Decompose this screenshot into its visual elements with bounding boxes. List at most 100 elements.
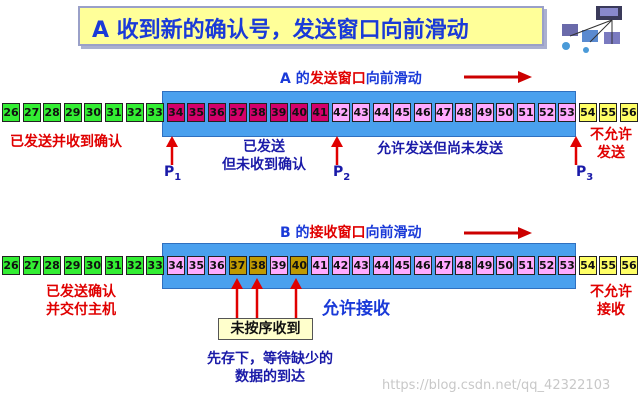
receiver-seq-cell-28: 28 [43,256,62,275]
sender-seq-cell-26: 26 [2,103,20,122]
receiver-seq-cell-29: 29 [63,256,82,275]
p1-letter: P [164,164,175,180]
receiver-seq-cell-45: 45 [393,256,412,275]
sender-seq-cell-27: 27 [22,103,41,122]
receiver-seq-cell-35: 35 [187,256,206,275]
receiver-seq-cell-36: 36 [208,256,226,275]
receiver-label-delivered: 已发送确认 并交付主机 [36,283,126,319]
receiver-title-suffix: 向前滑动 [365,225,422,241]
receiver-title-prefix: B 的 [280,225,310,241]
sender-seq-cell-51: 51 [517,103,535,122]
receiver-seq-cell-27: 27 [22,256,41,275]
sender-seq-cell-37: 37 [228,103,247,122]
p1-subscript: 1 [174,171,182,183]
sender-label-acked: 已发送并收到确认 [10,134,122,150]
receiver-seq-cell-46: 46 [414,256,432,275]
receiver-seq-cell-48: 48 [455,256,474,275]
sender-seq-cell-49: 49 [475,103,494,122]
sender-seq-cell-52: 52 [537,103,556,122]
p2-arrow [331,136,343,165]
receiver-label-allowed: 允许接收 [322,299,390,319]
p2-label: P2 [333,164,350,183]
sender-label-sent-line2: 但未收到确认 [222,157,306,173]
sender-seq-cell-55: 55 [599,103,618,122]
sender-seq-cell-56: 56 [620,103,638,122]
sender-window-title: A 的发送窗口向前滑动 [280,68,422,88]
receiver-seq-cell-39: 39 [269,256,288,275]
receiver-seq-cell-49: 49 [475,256,494,275]
sender-seq-cell-43: 43 [352,103,371,122]
sender-seq-cell-31: 31 [105,103,123,122]
receiver-seq-cell-56: 56 [620,256,638,275]
p3-arrow [570,136,582,165]
receiver-seq-cell-37: 37 [228,256,247,275]
sender-title-prefix: A 的 [280,71,310,87]
title-banner: A 收到新的确认号，发送窗口向前滑动 [78,6,544,46]
receiver-seq-cell-26: 26 [2,256,20,275]
receiver-label-forbidden-line1: 不允许 [590,284,632,300]
sender-seq-cell-46: 46 [414,103,432,122]
out-of-order-note-line2: 数据的到达 [235,369,305,385]
receiver-seq-cell-33: 33 [146,256,165,275]
sender-title-suffix: 向前滑动 [365,71,422,87]
page-title: A 收到新的确认号，发送窗口向前滑动 [92,18,469,43]
sender-seq-cell-38: 38 [249,103,268,122]
receiver-seq-cell-34: 34 [166,256,185,275]
sender-seq-cell-28: 28 [43,103,62,122]
sender-seq-cell-44: 44 [372,103,391,122]
sender-seq-cell-34: 34 [166,103,185,122]
receiver-seq-cell-47: 47 [434,256,453,275]
sender-seq-cell-50: 50 [496,103,515,122]
sender-label-sent-line1: 已发送 [243,139,285,155]
receiver-seq-cell-52: 52 [537,256,556,275]
out-of-order-arrows [231,278,302,318]
sender-seq-cell-48: 48 [455,103,474,122]
receiver-label-delivered-line1: 已发送确认 [46,284,116,300]
receiver-seq-cell-42: 42 [331,256,350,275]
p3-subscript: 3 [586,171,594,183]
receiver-seq-cell-43: 43 [352,256,371,275]
sender-seq-cell-53: 53 [558,103,577,122]
sender-seq-cell-35: 35 [187,103,206,122]
sender-label-allowed: 允许发送但尚未发送 [377,141,503,157]
sender-label-forbidden-line1: 不允许 [590,127,632,143]
sender-seq-cell-42: 42 [331,103,350,122]
receiver-seq-cell-55: 55 [599,256,618,275]
watermark: https://blog.csdn.net/qq_42322103 [382,378,611,393]
sender-seq-cell-45: 45 [393,103,412,122]
receiver-label-forbidden: 不允许 接收 [583,283,639,319]
p1-label: P1 [164,164,181,183]
sender-seq-cell-39: 39 [269,103,288,122]
sender-label-sent: 已发送 但未收到确认 [204,138,324,174]
sender-seq-cell-29: 29 [63,103,82,122]
receiver-label-forbidden-line2: 接收 [597,302,625,318]
p3-letter: P [576,164,587,180]
sender-seq-cell-47: 47 [434,103,453,122]
receiver-seq-cell-54: 54 [578,256,597,275]
receiver-seq-cell-38: 38 [249,256,268,275]
receiver-seq-cell-53: 53 [558,256,577,275]
receiver-title-highlight: 接收窗口 [309,225,366,241]
sender-slide-arrow [464,71,532,83]
receiver-seq-cell-51: 51 [517,256,535,275]
receiver-seq-cell-30: 30 [84,256,103,275]
p2-subscript: 2 [343,171,351,183]
sender-label-forbidden-line2: 发送 [597,145,625,161]
sender-label-forbidden: 不允许 发送 [583,126,639,162]
sender-seq-cell-36: 36 [208,103,226,122]
receiver-seq-cell-31: 31 [105,256,123,275]
receiver-label-delivered-line2: 并交付主机 [46,302,116,318]
sender-seq-cell-41: 41 [311,103,329,122]
receiver-seq-cell-40: 40 [290,256,309,275]
receiver-seq-cell-32: 32 [125,256,144,275]
sender-title-highlight: 发送窗口 [309,71,366,87]
receiver-seq-cell-44: 44 [372,256,391,275]
p2-letter: P [333,164,344,180]
sender-seq-cell-33: 33 [146,103,165,122]
network-computers-icon [562,6,622,53]
out-of-order-note: 先存下，等待缺少的 数据的到达 [185,350,355,386]
sender-seq-cell-32: 32 [125,103,144,122]
receiver-window-title: B 的接收窗口向前滑动 [280,222,422,242]
out-of-order-note-line1: 先存下，等待缺少的 [207,351,333,367]
receiver-seq-cell-50: 50 [496,256,515,275]
